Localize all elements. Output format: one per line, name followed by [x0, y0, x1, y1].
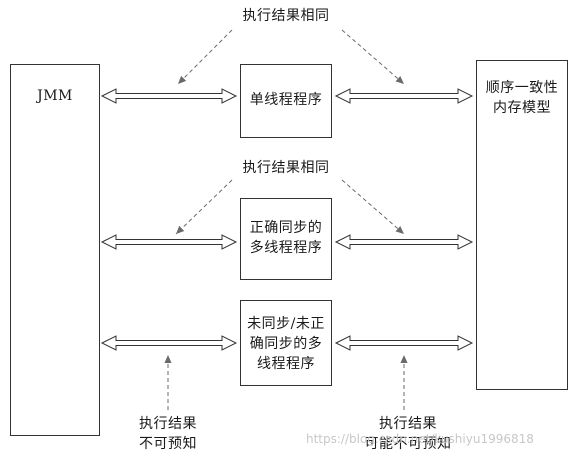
jmm-label: JMM — [37, 88, 73, 104]
dashed-pointer-arrows — [164, 29, 408, 410]
pointer-same-result-top-left — [177, 29, 233, 85]
arrow-jmm-to-single-thread — [100, 88, 238, 104]
unpredictable-note-left: 执行结果 不可预知 — [139, 416, 197, 452]
single-thread-program-box — [240, 64, 332, 138]
unsynchronized-program-box — [240, 300, 332, 386]
same-result-note-top: 执行结果相同 — [242, 8, 330, 24]
single-thread-program-label: 单线程程序 — [249, 92, 323, 108]
arrow-single-thread-to-seq-model — [334, 88, 474, 104]
arrow-unsynchronized-to-seq-model — [334, 335, 474, 351]
arrow-correctly-synchronized-to-seq-model — [334, 234, 474, 250]
pointer-same-result-top-right — [341, 29, 405, 85]
hollow-double-arrows — [100, 88, 474, 351]
pointer-same-result-middle-left — [175, 179, 233, 235]
sequential-consistency-label: 顺序一致性 内存模型 — [485, 80, 559, 116]
arrow-jmm-to-unsynchronized — [100, 335, 238, 351]
same-result-note-middle: 执行结果相同 — [242, 160, 330, 176]
arrow-jmm-to-correctly-synchronized — [100, 234, 238, 250]
csdn-watermark: https://blog.csdn.net/kushiyu1996818 — [306, 432, 534, 446]
unpredictable-note-right: 执行结果 可能不可预知 — [364, 416, 452, 452]
sequential-consistency-box — [476, 60, 568, 390]
pointer-same-result-middle-right — [341, 179, 405, 235]
unsynchronized-program-label: 未同步/未正 确同步的多 线程程序 — [247, 316, 325, 372]
correctly-synchronized-program-box — [240, 198, 332, 280]
jmm-box — [10, 64, 100, 436]
correctly-synchronized-program-label: 正确同步的 多线程程序 — [249, 220, 323, 256]
